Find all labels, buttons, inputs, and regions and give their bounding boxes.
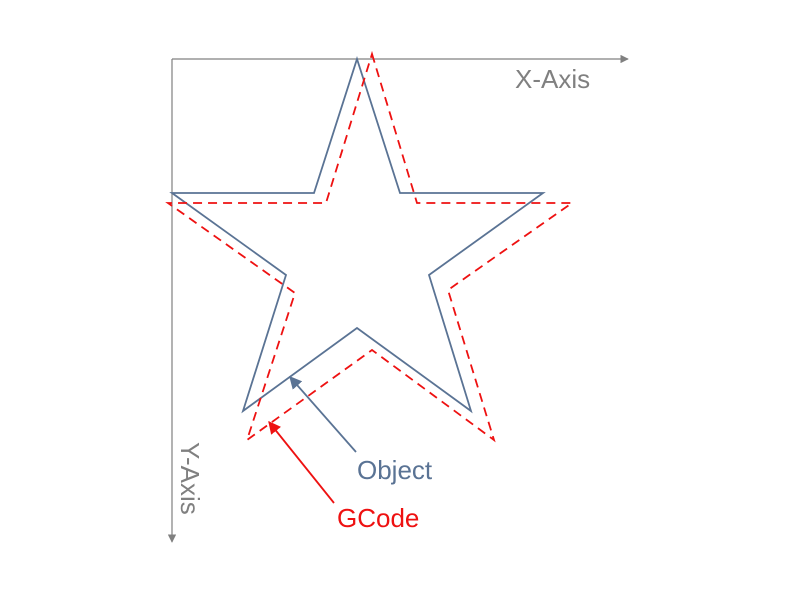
gcode-pointer-arrow xyxy=(268,421,335,504)
gcode-star-path xyxy=(165,50,575,443)
object-star-outline xyxy=(169,56,546,414)
y-axis-label: Y-Axis xyxy=(175,442,205,515)
gcode-label: GCode xyxy=(337,503,419,533)
object-label: Object xyxy=(357,455,433,485)
object-pointer-arrow xyxy=(289,376,357,453)
x-axis-label: X-Axis xyxy=(515,64,590,94)
